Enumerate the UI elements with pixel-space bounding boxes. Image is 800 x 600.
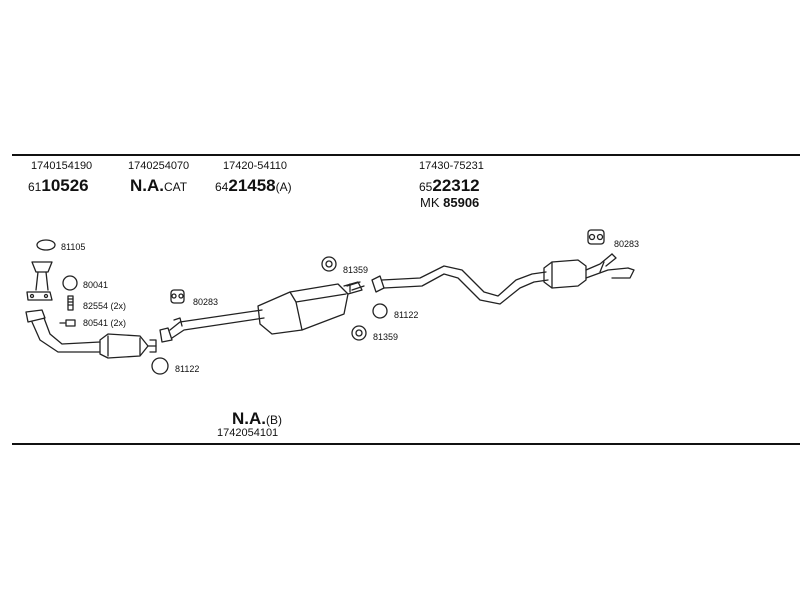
gasket-ring-icon <box>62 275 78 291</box>
part-code-number: 22312 <box>432 176 480 195</box>
front-pipe-icon <box>25 309 101 353</box>
oe-number-4: 17430-75231 <box>419 160 484 172</box>
part-label-80283-right: 80283 <box>614 239 640 249</box>
part-code-1: 6110526 <box>28 177 89 194</box>
part-label-81359-mid: 81359 <box>373 332 399 342</box>
part-label-80283-left: 80283 <box>193 297 219 307</box>
hanger-icon <box>587 229 605 245</box>
part-code-3: 6421458(A) <box>215 177 292 194</box>
nut-icon <box>59 319 76 327</box>
intermediate-pipe-icon <box>159 309 265 343</box>
rear-pipe-icon <box>371 265 549 305</box>
oe-number-1: 1740154190 <box>31 160 93 172</box>
gasket-ring-icon <box>36 239 56 251</box>
footer-number: N.A. <box>232 409 266 428</box>
mk-code: MK 85906 <box>420 196 479 209</box>
oe-number-3: 17420-54110 <box>223 160 288 172</box>
part-code-prefix: 65 <box>419 180 433 194</box>
tail-pipe-icon <box>585 253 635 279</box>
part-code-suffix: CAT <box>164 180 188 194</box>
bottom-divider <box>12 443 800 445</box>
part-code-4: 6522312 <box>419 177 480 194</box>
part-code-prefix: 64 <box>215 180 229 194</box>
part-code-suffix: (A) <box>275 180 292 194</box>
clamp-icon <box>346 281 365 291</box>
catalytic-converter-icon <box>99 333 157 359</box>
part-code-number: N.A. <box>130 176 164 195</box>
gasket-ring-icon <box>372 303 388 319</box>
part-label-81122-mid: 81122 <box>394 310 419 320</box>
part-label-80541: 80541 (2x) <box>83 318 127 328</box>
bolt-icon <box>67 295 74 311</box>
part-label-81122-bottom: 81122 <box>175 364 200 374</box>
part-label-82554: 82554 (2x) <box>83 301 127 311</box>
footer-part-code: N.A.(B) <box>232 410 282 427</box>
footer-suffix: (B) <box>266 413 282 427</box>
part-code-number: 10526 <box>41 176 89 195</box>
muffler-icon <box>257 281 363 335</box>
part-code-number: 21458 <box>228 176 276 195</box>
part-code-2: N.A.CAT <box>130 177 187 194</box>
part-label-81105: 81105 <box>61 242 86 252</box>
hanger-icon <box>170 289 185 304</box>
part-label-80041: 80041 <box>83 280 109 290</box>
exhaust-manifold-icon <box>26 261 53 301</box>
top-divider <box>12 154 800 156</box>
nut-icon <box>351 325 367 341</box>
oe-number-2: 1740254070 <box>128 160 190 172</box>
gasket-ring-icon <box>151 357 169 375</box>
nut-icon <box>321 256 337 272</box>
footer-oe-number: 1742054101 <box>217 427 279 439</box>
muffler-icon <box>543 259 587 289</box>
mk-number: 85906 <box>443 195 480 210</box>
part-label-81359-top: 81359 <box>343 265 369 275</box>
mk-prefix: MK <box>420 195 440 210</box>
part-code-prefix: 61 <box>28 180 42 194</box>
